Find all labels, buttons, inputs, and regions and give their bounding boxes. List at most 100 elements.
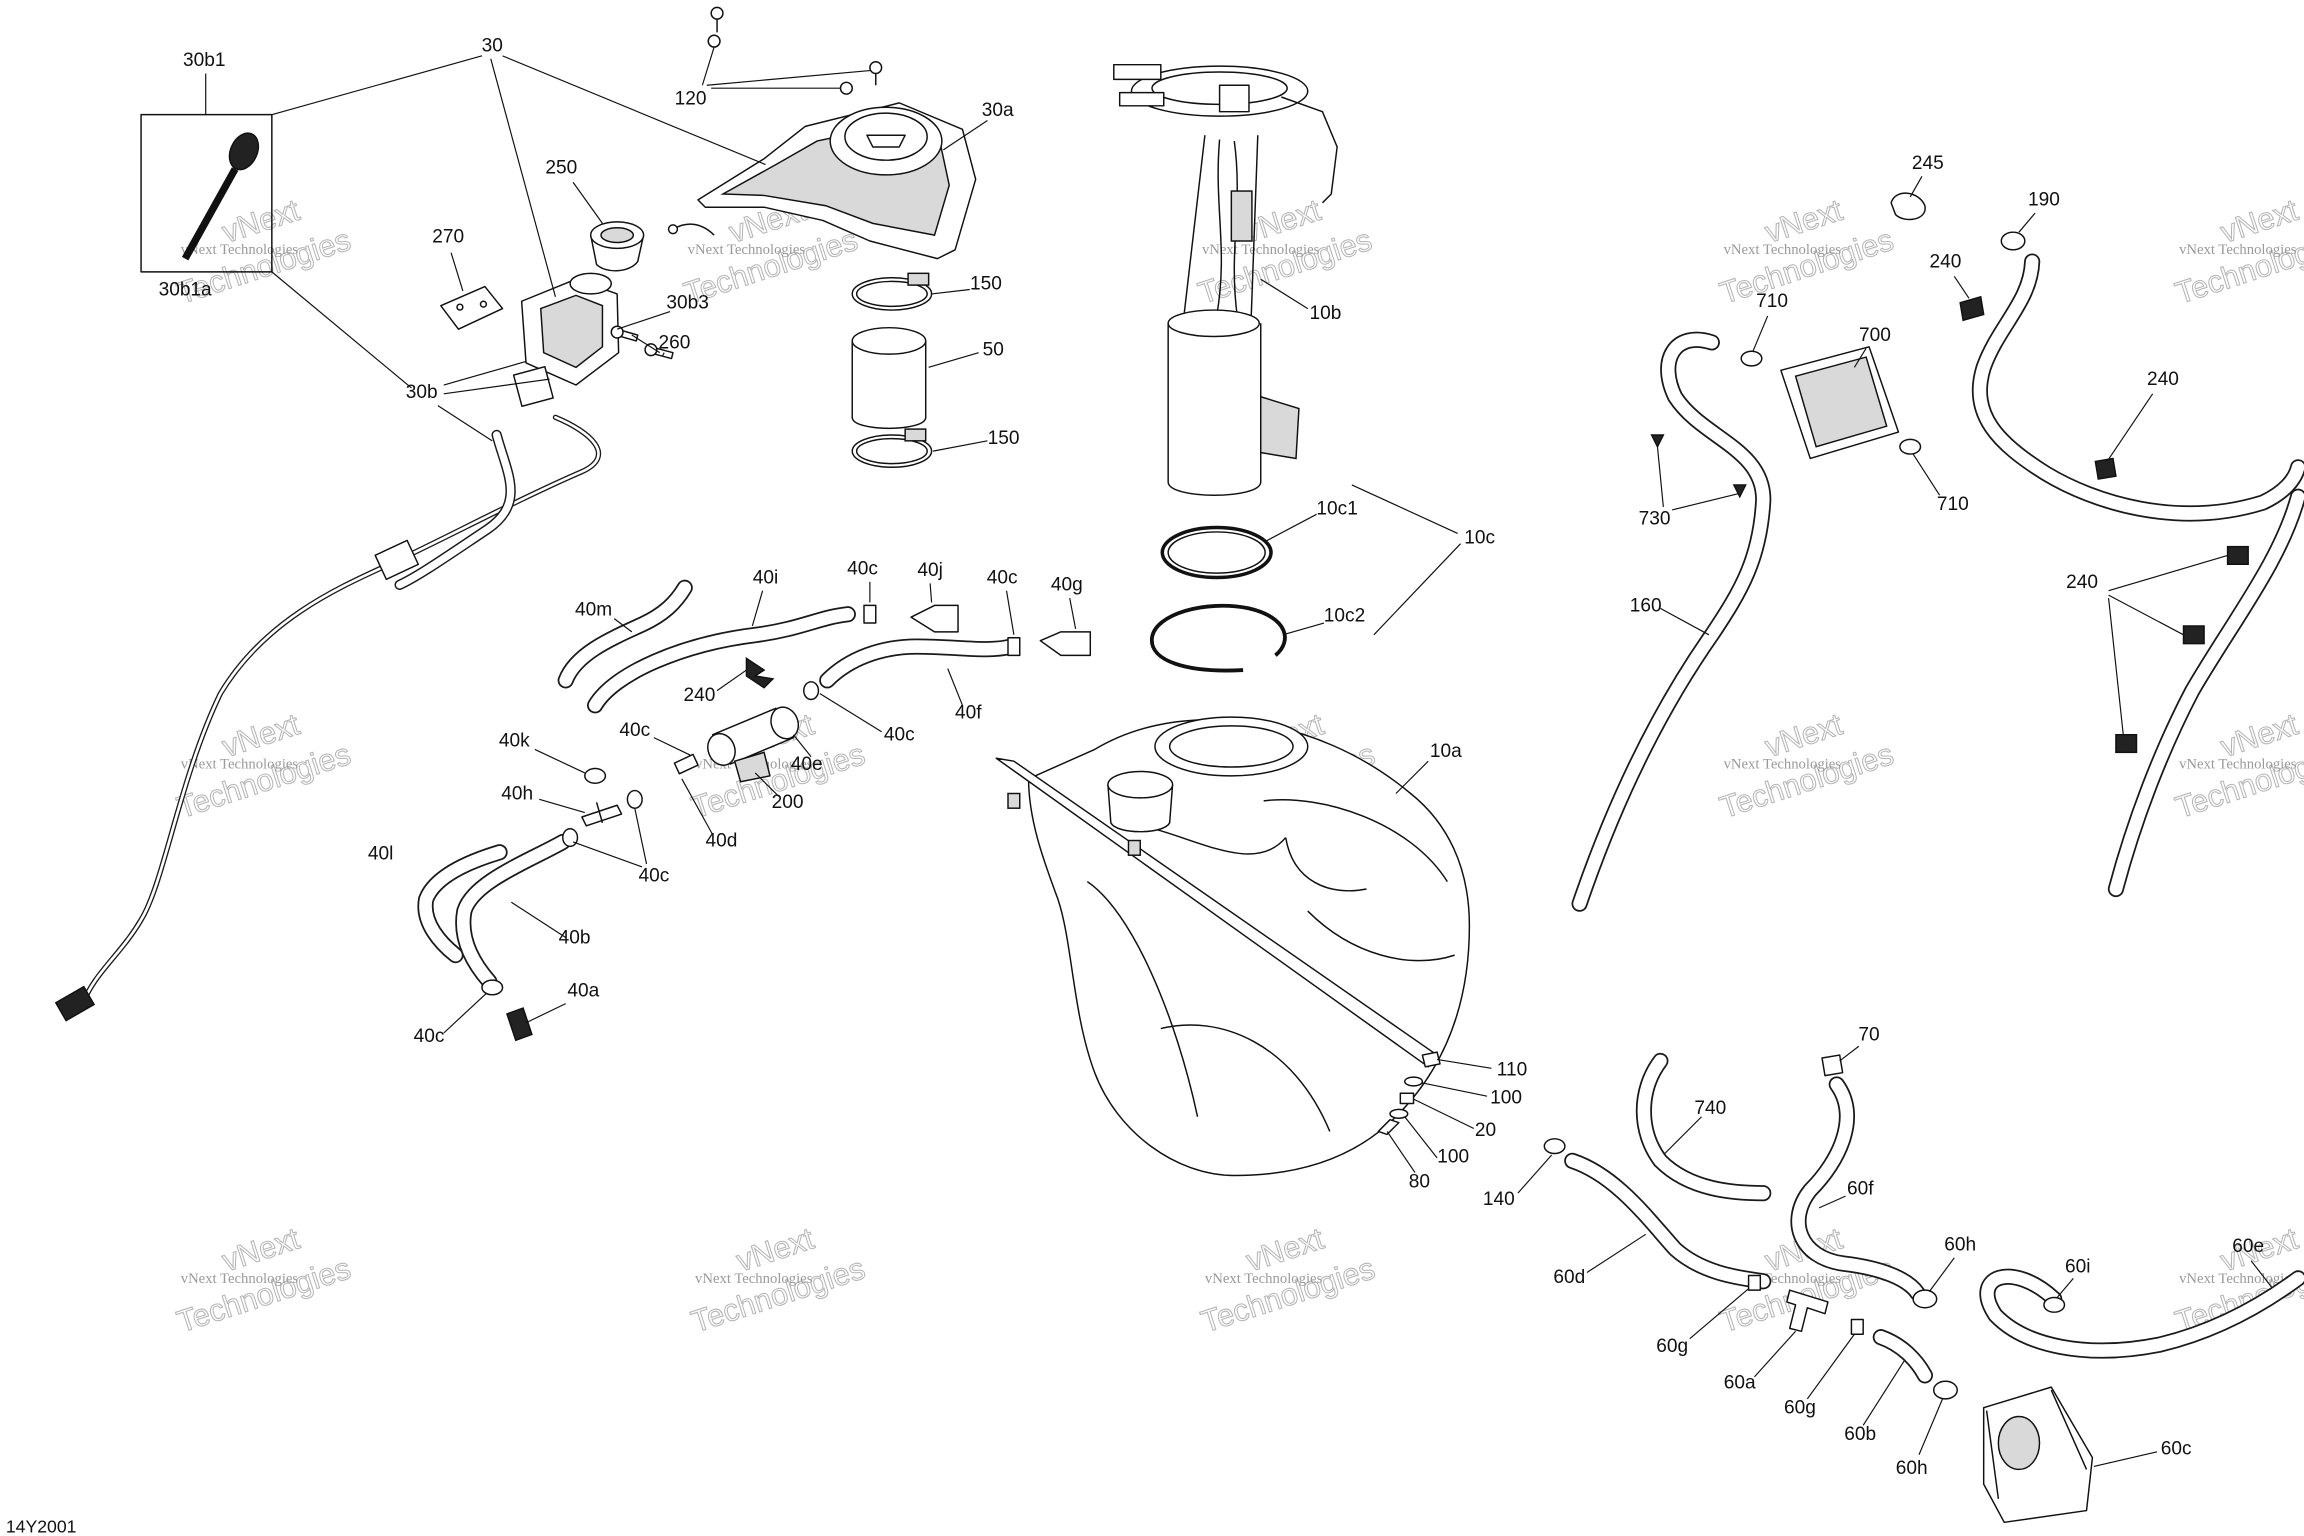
clip-240 bbox=[2226, 545, 2249, 566]
callout-label: 700 bbox=[1859, 325, 1891, 346]
leader-lines bbox=[205, 46, 2273, 1468]
callout-label: 60e bbox=[2232, 1236, 2264, 1257]
nut-110 bbox=[1421, 1051, 1441, 1068]
leader-40f bbox=[947, 668, 963, 706]
leader-240 bbox=[716, 669, 747, 692]
pump-reservoir bbox=[1167, 323, 1262, 496]
clamp-screw-housing bbox=[907, 272, 930, 286]
evap-parts bbox=[1650, 192, 2249, 754]
leader-40a bbox=[525, 1003, 566, 1024]
callout-label: 100 bbox=[1437, 1146, 1469, 1167]
screw-head bbox=[710, 6, 724, 20]
callout-label: 20 bbox=[1475, 1120, 1496, 1141]
ferrule-40c bbox=[1007, 637, 1021, 657]
leader-40d bbox=[681, 778, 714, 835]
watermark-small: vNext Technologies bbox=[181, 242, 299, 258]
callout-label: 40a bbox=[567, 980, 599, 1001]
callout-label: 40j bbox=[917, 560, 942, 581]
tee-fitting-40h bbox=[581, 802, 623, 827]
watermark-small: vNext Technologies bbox=[2179, 1271, 2297, 1287]
clamp-60i bbox=[2043, 1296, 2066, 1313]
ground-wire bbox=[672, 223, 715, 236]
pump-return-tube bbox=[1118, 91, 1165, 107]
callout-label: 40i bbox=[753, 567, 778, 588]
callout-label: 40c bbox=[884, 725, 915, 746]
watermark-small: vNext Technologies bbox=[2179, 757, 2297, 773]
callout-label: 60f bbox=[1847, 1179, 1874, 1200]
clamp-40c bbox=[481, 979, 504, 996]
callout-label: 40k bbox=[499, 730, 530, 751]
callout-label: 30b3 bbox=[666, 293, 708, 314]
fitting-40a bbox=[506, 1007, 533, 1042]
key-head-30b1 bbox=[228, 132, 260, 171]
watermark-small: vNext Technologies bbox=[1205, 1271, 1323, 1287]
leader-40m bbox=[613, 618, 633, 633]
watermark-small: vNext Technologies bbox=[688, 242, 806, 258]
hose-fill bbox=[1980, 262, 2298, 514]
bracket-hole bbox=[479, 300, 488, 308]
leader-240 bbox=[2106, 393, 2154, 462]
leader-240 bbox=[2108, 594, 2184, 636]
leader-10c bbox=[1373, 543, 1461, 636]
clamp-band-inner bbox=[855, 280, 928, 308]
leader-110 bbox=[1436, 1058, 1492, 1069]
clamp-710 bbox=[1740, 350, 1763, 367]
leader-120 bbox=[706, 69, 870, 86]
leader-60h bbox=[1918, 1398, 1944, 1455]
leader-60f bbox=[1818, 1195, 1846, 1209]
callout-label: 60h bbox=[1896, 1458, 1928, 1479]
leader-70 bbox=[1839, 1045, 1860, 1062]
clip-730 bbox=[1732, 484, 1747, 499]
screws-120 bbox=[707, 6, 883, 95]
callout-label: 60a bbox=[1724, 1373, 1756, 1394]
canister-60c-edges bbox=[1985, 1389, 2088, 1499]
pump-electrical-connector bbox=[1218, 84, 1250, 113]
leader-740 bbox=[1664, 1116, 1702, 1154]
wire-harness-30b bbox=[54, 417, 599, 1022]
clamp-150-bottom bbox=[851, 428, 933, 469]
lock-ring bbox=[1150, 603, 1287, 673]
ring-40c bbox=[626, 789, 643, 809]
fuel-pump-module-10b bbox=[1113, 63, 1338, 496]
callout-label: 40f bbox=[955, 703, 982, 724]
leader-730 bbox=[1672, 493, 1739, 511]
filler-plate-30a bbox=[667, 102, 977, 260]
callout-label: 10c bbox=[1464, 528, 1495, 549]
callout-label: 70 bbox=[1858, 1024, 1879, 1045]
leader-30b bbox=[443, 378, 550, 395]
leader-30 bbox=[502, 55, 766, 166]
tank-contours bbox=[1086, 799, 1455, 1132]
callout-label: 40c bbox=[638, 866, 669, 887]
callout-label: 40e bbox=[791, 754, 823, 775]
leader-60d bbox=[1586, 1233, 1647, 1274]
ferrule-60g bbox=[1747, 1274, 1762, 1291]
leader-60e bbox=[2250, 1260, 2273, 1288]
callout-label: 190 bbox=[2028, 190, 2060, 211]
clamp-150-top bbox=[851, 272, 933, 311]
leader-150 bbox=[932, 440, 988, 452]
leader-270 bbox=[450, 252, 464, 292]
key-box-30b1 bbox=[140, 113, 273, 273]
clip-240 bbox=[2115, 733, 2138, 754]
canister-700-face bbox=[1794, 356, 1888, 448]
leader-10c bbox=[1351, 484, 1458, 534]
leader-240 bbox=[2108, 554, 2228, 592]
callout-label: 60b bbox=[1844, 1424, 1876, 1445]
watermark-small: vNext Technologies bbox=[1724, 757, 1842, 773]
leader-10c2 bbox=[1282, 622, 1325, 636]
callout-label: 40l bbox=[368, 844, 393, 865]
callout-label: 240 bbox=[1930, 251, 1962, 272]
ring-40c bbox=[562, 828, 579, 848]
leader-60i bbox=[2056, 1278, 2074, 1298]
clip-730 bbox=[1650, 434, 1665, 449]
cap-40k bbox=[584, 767, 607, 784]
callout-label: 240 bbox=[683, 685, 715, 706]
leader-40k bbox=[534, 748, 586, 774]
callout-label: 10b bbox=[1309, 303, 1341, 324]
clamp-60h bbox=[1932, 1380, 1958, 1400]
callout-label: 60g bbox=[1656, 1336, 1688, 1357]
clip-240 bbox=[2094, 457, 2117, 480]
